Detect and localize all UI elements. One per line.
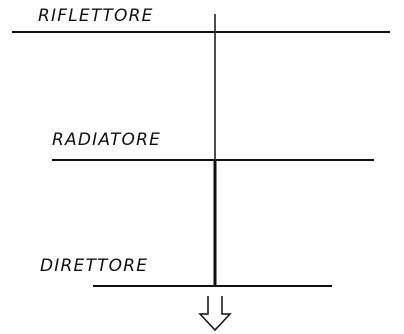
director-label: DIRETTORE bbox=[40, 256, 149, 276]
direction-arrow-icon bbox=[198, 296, 232, 332]
radiator-label: RADIATORE bbox=[52, 130, 162, 150]
reflector-label: RIFLETTORE bbox=[38, 6, 154, 26]
